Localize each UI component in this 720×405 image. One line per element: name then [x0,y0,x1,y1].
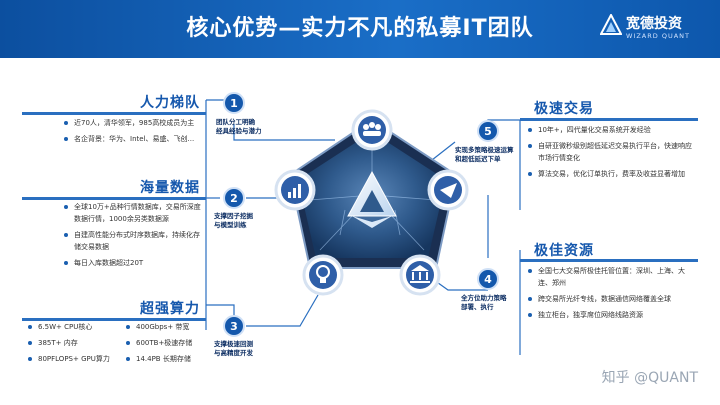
badge-5: 5 [477,120,499,142]
icon-node-chart [274,169,316,211]
icon-node-trade [427,169,469,211]
list-item: 400Gbps+ 带宽 [126,322,189,332]
icon-node-brain [302,254,344,296]
list-item: 10年+，四代量化交易系统开发经验 [528,124,696,136]
list-item: 近70人，清华领军，985高校成员为主 [64,117,204,129]
page-title: 核心优势—实力不凡的私募IT团队 [186,16,534,41]
list-item: 全国七大交易所极佳托管位置：深圳、上海、大连、郑州 [528,265,696,289]
section-underline-resources [520,259,698,262]
badge-3: 3 [223,315,245,337]
list-item: 600TB+极速存储 [126,338,192,348]
list-item: 80PFLOPS+ GPU算力 [28,354,110,364]
caption-2: 支撑因子挖掘 与模型训练 [214,212,253,229]
logo-subtext: WIZARD QUANT [626,32,690,40]
list-item: 跨交易所光纤专线，数据通信网络覆盖全球 [528,293,696,305]
watermark: 知乎 @QUANT [601,370,698,386]
company-logo: 宽德投资 WIZARD QUANT [600,12,708,46]
caption-4: 全方位助力策略 部署、执行 [461,294,507,311]
speed-list: 10年+，四代量化交易系统开发经验 自研亚微秒级别超低延迟交易执行平台，快速响应… [528,124,696,184]
list-item: 自研亚微秒级别超低延迟交易执行平台，快速响应市场行情变化 [528,140,696,164]
section-underline-data [22,197,206,200]
caption-5: 实现多策略极速运算 和超低延迟下单 [455,146,514,163]
list-item: 名企背景：华为、Intel、易盛、飞创... [64,133,204,145]
badge-1: 1 [223,92,245,114]
list-item: 独立柜台，独享席位网络线路资源 [528,309,696,321]
data-list: 全球10万+品种行情数据库，交易所深度数据行情，1000余另类数据源 自建高性能… [64,201,204,273]
section-underline-speed [520,118,698,121]
section-title-data: 海量数据 [140,180,200,196]
caption-3: 支撑极速回测 与高精度开发 [214,340,253,357]
section-title-resources: 极佳资源 [534,243,594,259]
icon-node-bank [399,254,441,296]
section-title-speed: 极速交易 [534,101,594,117]
connector-lines [205,99,521,355]
section-title-talent: 人力梯队 [140,95,200,111]
logo-mark-icon [600,14,622,35]
center-logo-icon [347,170,397,228]
badge-2: 2 [223,187,245,209]
list-item: 14.4PB 长期存储 [126,354,191,364]
section-underline-talent [22,112,206,115]
caption-1: 团队分工明确 经具经验与潜力 [216,118,262,135]
list-item: 全球10万+品种行情数据库，交易所深度数据行情，1000余另类数据源 [64,201,204,225]
resources-list: 全国七大交易所极佳托管位置：深圳、上海、大连、郑州 跨交易所光纤专线，数据通信网… [528,265,696,325]
icon-node-team [351,109,393,151]
list-item: 算法交易，优化订单执行，费率及收益显著增加 [528,168,696,180]
section-title-compute: 超强算力 [140,301,200,317]
list-item: 6.5W+ CPU核心 [28,322,92,332]
talent-list: 近70人，清华领军，985高校成员为主 名企背景：华为、Intel、易盛、飞创.… [64,117,204,149]
list-item: 385T+ 内存 [28,338,78,348]
logo-text: 宽德投资 [626,16,682,32]
badge-4: 4 [477,268,499,290]
section-underline-compute [22,318,206,321]
header-bar: 核心优势—实力不凡的私募IT团队 宽德投资 WIZARD QUANT [0,0,720,58]
compute-grid: 6.5W+ CPU核心 400Gbps+ 带宽 385T+ 内存 600TB+极… [28,322,208,370]
list-item: 自建高性能分布式时序数据库，持续化存储交易数据 [64,229,204,253]
list-item: 每日入库数据超过20T [64,257,204,269]
